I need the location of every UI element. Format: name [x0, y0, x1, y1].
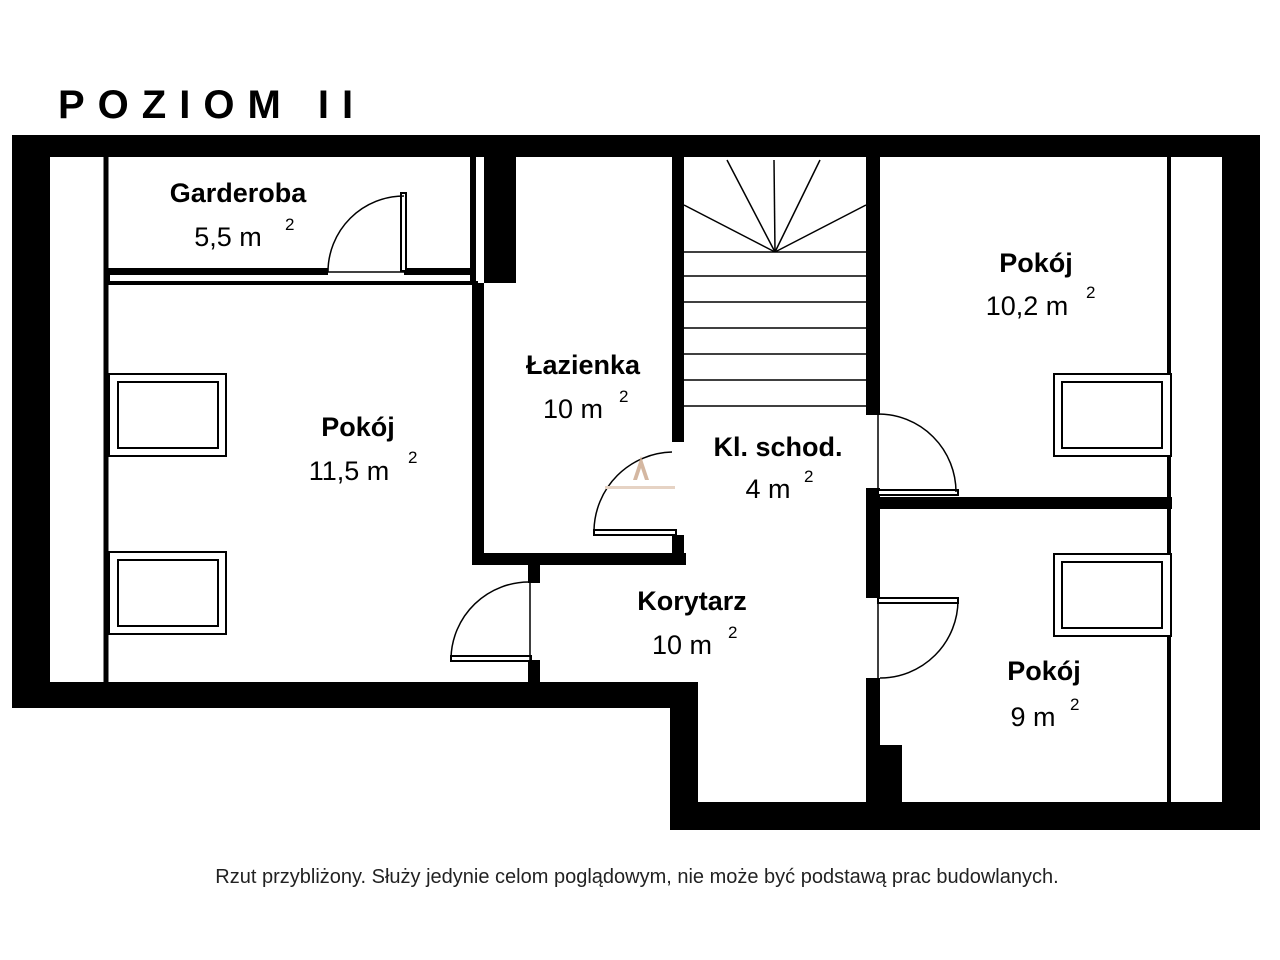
- room-label-garderoba: Garderoba 5,5 m 2: [170, 178, 308, 252]
- svg-text:2: 2: [728, 623, 737, 642]
- outer-walls: [12, 135, 1260, 830]
- svg-text:Łazienka: Łazienka: [526, 350, 641, 380]
- svg-text:Korytarz: Korytarz: [637, 586, 747, 616]
- svg-text:2: 2: [408, 448, 417, 467]
- svg-text:2: 2: [619, 387, 628, 406]
- svg-text:4 m: 4 m: [745, 474, 790, 504]
- interior-walls: [103, 157, 1172, 802]
- svg-text:Garderoba: Garderoba: [170, 178, 308, 208]
- staircase: [683, 159, 867, 407]
- svg-text:9 m: 9 m: [1010, 702, 1055, 732]
- room-label-pokoj-upper-right: Pokój 10,2 m 2: [986, 248, 1096, 321]
- room-label-lazienka: Łazienka 10 m 2: [526, 350, 641, 424]
- svg-text:11,5 m: 11,5 m: [309, 456, 390, 486]
- svg-text:2: 2: [285, 215, 294, 234]
- svg-text:Pokój: Pokój: [1007, 656, 1081, 686]
- room-label-pokoj-left: Pokój 11,5 m 2: [309, 412, 418, 486]
- svg-text:2: 2: [804, 467, 813, 486]
- svg-text:5,5 m: 5,5 m: [194, 222, 262, 252]
- svg-text:Pokój: Pokój: [321, 412, 395, 442]
- svg-text:2: 2: [1070, 695, 1079, 714]
- svg-text:10 m: 10 m: [543, 394, 603, 424]
- svg-text:10 m: 10 m: [652, 630, 712, 660]
- room-label-klatka-schodowa: Kl. schod. 4 m 2: [713, 432, 842, 504]
- plan-title: POZIOM II: [58, 83, 366, 127]
- disclaimer-note: Rzut przybliżony. Służy jedynie celom po…: [215, 866, 1058, 888]
- room-label-pokoj-lower-right: Pokój 9 m 2: [1007, 656, 1081, 732]
- room-label-korytarz: Korytarz 10 m 2: [637, 586, 747, 660]
- svg-text:Pokój: Pokój: [999, 248, 1073, 278]
- doors: [327, 192, 959, 679]
- watermark-logo: [605, 456, 675, 489]
- svg-text:10,2 m: 10,2 m: [986, 291, 1069, 321]
- svg-text:2: 2: [1086, 283, 1095, 302]
- roof-windows: [108, 373, 1172, 637]
- svg-text:Kl. schod.: Kl. schod.: [713, 432, 842, 462]
